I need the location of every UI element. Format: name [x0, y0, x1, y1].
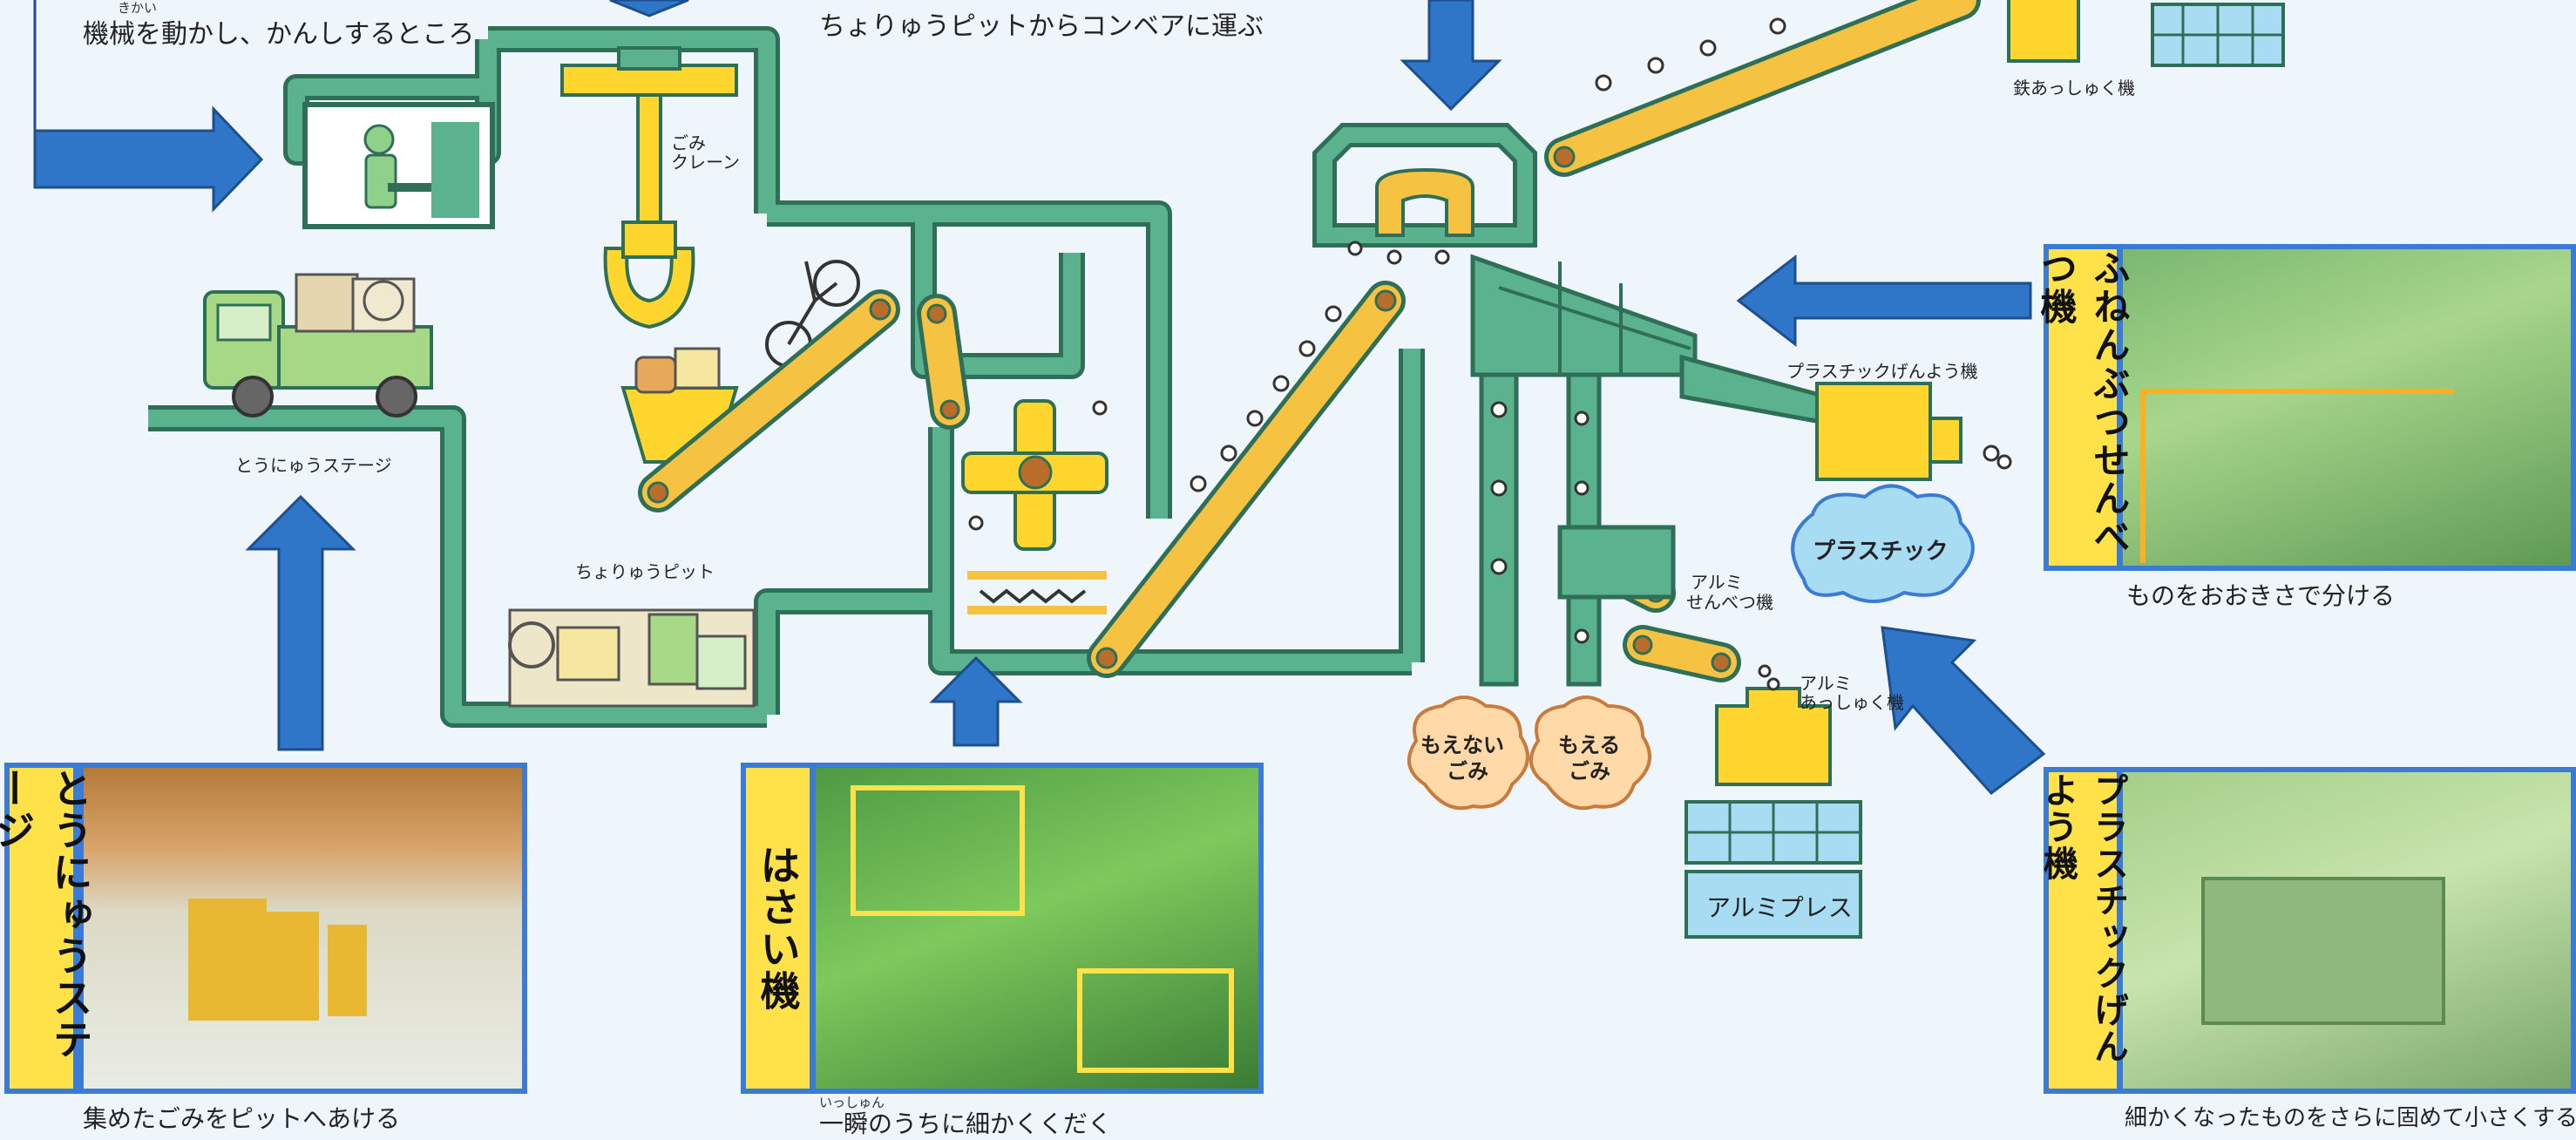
crane-label-2: クレーン [671, 152, 740, 173]
garbage-crane [560, 46, 738, 329]
aluminum-press-box [1685, 870, 1862, 939]
arrow-up-from-stage [245, 494, 356, 751]
crusher-rotor [961, 399, 1108, 614]
crusher-photo-railing [851, 785, 1025, 916]
burnable-label-2: ごみ [1569, 759, 1610, 784]
crusher-photo-label: はさい機 [741, 763, 815, 1094]
nonburnable-label-2: ごみ [1447, 759, 1488, 784]
stage-photo-door [328, 925, 367, 1016]
plastic-photo [2118, 767, 2576, 1094]
stage-photo-door [188, 899, 267, 1021]
aluminum-press-label: アルミプレス [1706, 893, 1853, 922]
arrow-to-control-room [33, 0, 264, 213]
sieve-photo-label: ふねんぶつせんべつ機 [2035, 244, 2131, 571]
aluminum-compressor-label-1: アルミ [1800, 673, 1852, 694]
plastic-reducer-label: プラスチックげんよう機 [1786, 361, 1978, 382]
aluminum-separator-box [1557, 525, 1676, 600]
arrow-up-from-crusher [929, 655, 1023, 747]
crusher-photo [810, 763, 1264, 1094]
crane-label-1: ごみ [671, 132, 706, 153]
machine-room-caption: 機械を動かし、かんしするところ [83, 19, 475, 50]
sieve-caption: ものをおおきさで分ける [2126, 581, 2396, 610]
plastic-caption: 細かくなったものをさらに固めて小さくする [2125, 1105, 2576, 1131]
control-room [302, 102, 495, 229]
aluminum-compressor [1685, 687, 1862, 865]
stage-photo [78, 763, 527, 1094]
arrow-top-middle [609, 0, 689, 17]
iron-compressor [2007, 0, 2285, 67]
conveyor-caption: ちょりゅうピットからコンベアに運ぶ [819, 11, 1264, 42]
nonburnable-cloud [1407, 696, 1529, 811]
nonburnable-label-1: もえない [1420, 733, 1504, 757]
machine-room-ruby: きかい [118, 0, 158, 16]
aluminum-separator-label-1: アルミ [1691, 572, 1743, 593]
plastic-photo-label: プラスチックげんよう機 [2037, 767, 2128, 1094]
sieve-photo-stairs [2140, 389, 2454, 563]
pit-label: ちょりゅうピット [575, 561, 715, 582]
burnable-cloud [1529, 696, 1651, 811]
sieve-photo [2118, 244, 2576, 571]
plastic-reducer-machine [1815, 382, 1963, 481]
garbage-truck [203, 273, 433, 417]
stage-caption: 集めたごみをピットへあける [83, 1104, 401, 1133]
flow-arrows [33, 0, 2046, 796]
crusher-photo-railing [1077, 968, 1234, 1073]
crusher-caption-ruby: いっしゅん [819, 1095, 885, 1110]
iron-compressor-label: 鉄あっしゅく機 [2013, 78, 2135, 98]
plastic-cloud-label: プラスチック [1813, 539, 1949, 565]
debris [968, 17, 2012, 691]
magnet-separator [1312, 123, 1537, 248]
arrow-from-plastic-photo [1881, 626, 2046, 796]
arrow-from-sieve-photo [1736, 254, 2032, 348]
plant-building-fill [148, 31, 1420, 723]
aluminum-separator-label-2: せんべつ機 [1686, 592, 1773, 613]
burnable-label-1: もえる [1558, 733, 1621, 757]
stage-photo-label: とうにゅうステージ [0, 763, 94, 1094]
crusher-caption: 一瞬のうちに細かくくだく [819, 1109, 1113, 1138]
plastic-photo-machine [2201, 877, 2445, 1025]
aluminum-compressor-label-2: あっしゅく機 [1800, 692, 1904, 713]
arrow-to-magnet [1400, 0, 1502, 112]
stage-label: とうにゅうステージ [235, 455, 392, 476]
stage-photo-door [267, 912, 319, 1021]
pit-garbage [508, 608, 756, 708]
plastic-cloud [1791, 484, 1975, 603]
